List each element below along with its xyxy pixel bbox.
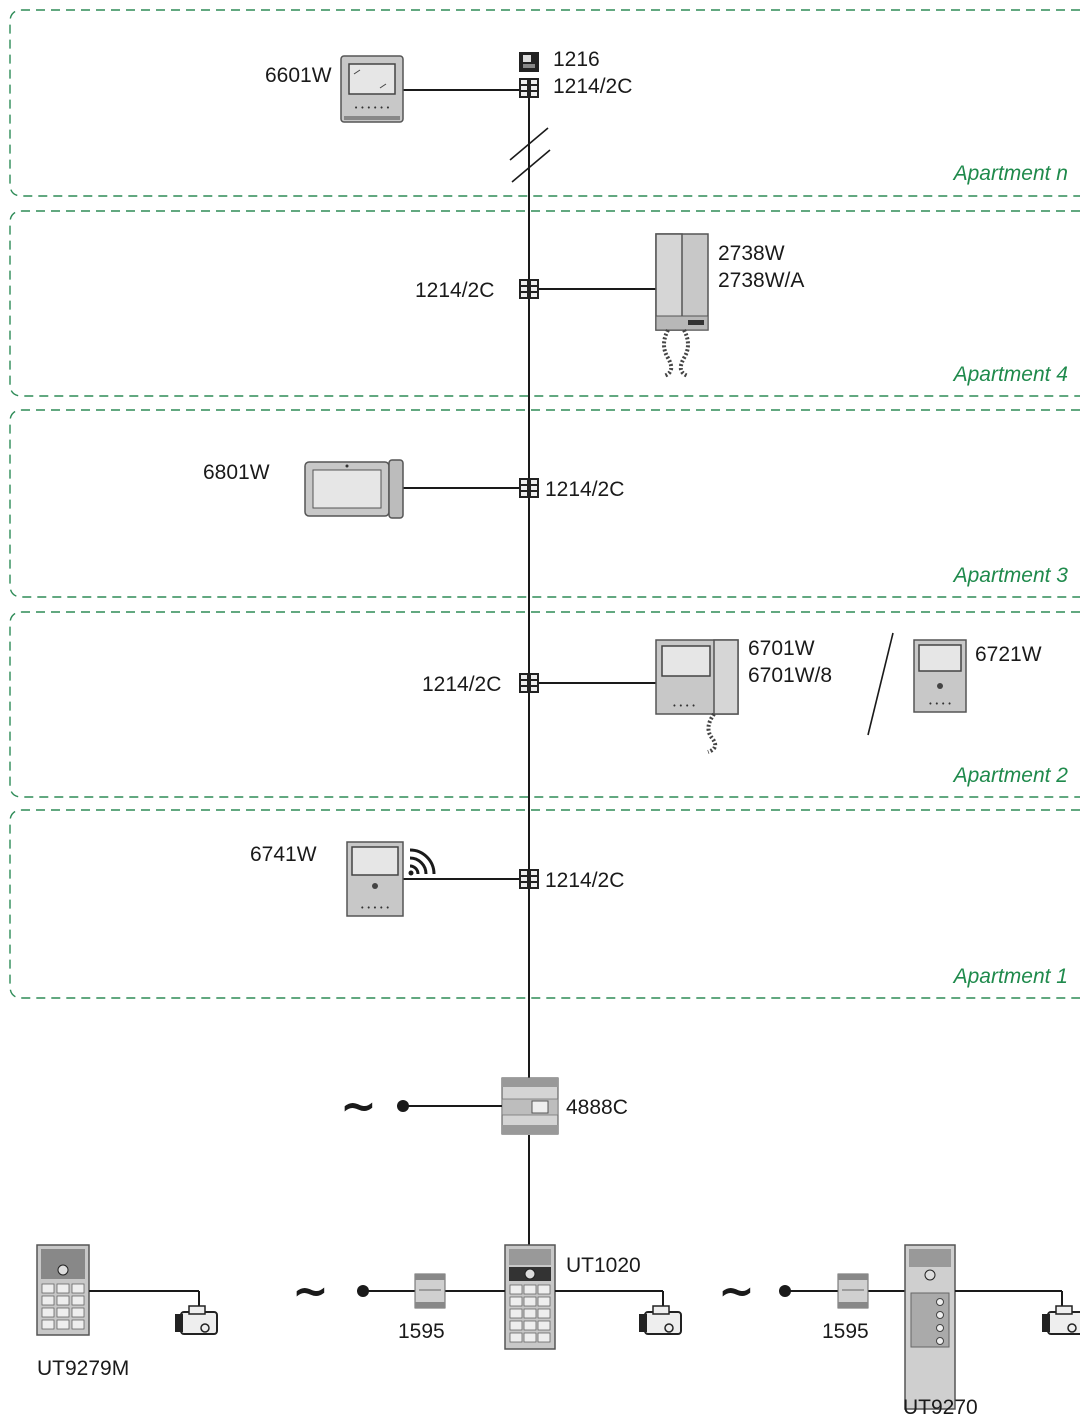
supply-1595-left (414, 1273, 446, 1309)
device-6701w: • • • • (655, 639, 739, 754)
label-1214-2c-apt2: 1214/2C (422, 673, 501, 696)
ac-mains-symbol-4888c: ~ (340, 1081, 377, 1132)
label-1214-2c-top: 1214/2C (553, 75, 632, 98)
zone-apartment-2: Apartment 2 (9, 611, 1080, 798)
label-1216: 1216 (553, 48, 600, 71)
camera-ut1020 (638, 1305, 682, 1335)
mains-terminal-ut1020 (357, 1285, 369, 1297)
device-2738w-handset (655, 233, 709, 378)
label-ut1020: UT1020 (566, 1254, 641, 1277)
zone-apartment-4: Apartment 4 (9, 210, 1080, 397)
apartment-2-label: Apartment 2 (952, 764, 1069, 787)
distributor-1214-2c-apt3 (519, 478, 539, 498)
label-6721w: 6721W (975, 643, 1042, 666)
device-ut9270 (904, 1244, 956, 1410)
label-6701w-8: 6701W/8 (748, 664, 832, 687)
apartment-4-label: Apartment 4 (952, 363, 1068, 386)
label-2738w: 2738W (718, 242, 785, 265)
svg-text:• • • •: • • • • (672, 702, 695, 710)
apartment-n-label: Apartment n (952, 162, 1068, 185)
svg-text:• • • • • •: • • • • • • (354, 104, 390, 112)
label-6601w: 6601W (265, 64, 332, 87)
svg-text:• • • •: • • • • (928, 700, 951, 708)
label-1214-2c-apt4: 1214/2C (415, 279, 494, 302)
label-2738w-a: 2738W/A (718, 269, 804, 292)
device-6721w: • • • • (913, 639, 967, 713)
label-1595-left: 1595 (398, 1320, 445, 1343)
label-6701w: 6701W (748, 637, 815, 660)
device-6801w (304, 459, 404, 519)
apartment-3-label: Apartment 3 (952, 564, 1069, 587)
device-ut9279m (36, 1244, 90, 1336)
label-4888c: 4888C (566, 1096, 628, 1119)
supply-1595-right (837, 1273, 869, 1309)
ac-mains-symbol-ut9270: ~ (718, 1266, 755, 1317)
label-6801w: 6801W (203, 461, 270, 484)
zone-apartment-1: Apartment 1 (9, 809, 1080, 999)
device-6741w: • • • • • (346, 841, 404, 917)
label-1595-right: 1595 (822, 1320, 869, 1343)
zone-apartment-3: Apartment 3 (9, 409, 1080, 598)
distributor-1214-2c-apt1 (519, 869, 539, 889)
label-1214-2c-apt1: 1214/2C (545, 869, 624, 892)
camera-ut9270 (1041, 1305, 1080, 1335)
module-1216 (519, 52, 539, 72)
label-1214-2c-apt3: 1214/2C (545, 478, 624, 501)
bus-break-symbol (509, 127, 551, 183)
distributor-1214-2c-apt2 (519, 673, 539, 693)
apartment-1-label: Apartment 1 (952, 965, 1068, 988)
mains-terminal-ut9270 (779, 1285, 791, 1297)
device-6601w: • • • • • • (340, 55, 404, 123)
zone-apartment-n: Apartment n (9, 9, 1080, 197)
camera-ut9279m (174, 1305, 218, 1335)
device-4888c (501, 1077, 559, 1135)
distributor-1214-2c-top (519, 78, 539, 98)
svg-text:• • • • •: • • • • • (360, 904, 390, 912)
label-ut9279m: UT9279M (37, 1357, 129, 1380)
mains-terminal (397, 1100, 409, 1112)
device-ut1020 (504, 1244, 556, 1350)
label-ut9270: UT9270 (903, 1396, 978, 1419)
ac-mains-symbol-ut1020: ~ (292, 1266, 329, 1317)
label-6741w: 6741W (250, 843, 317, 866)
wifi-icon (408, 848, 436, 876)
alternative-slash (867, 632, 894, 736)
distributor-1214-2c-apt4 (519, 279, 539, 299)
